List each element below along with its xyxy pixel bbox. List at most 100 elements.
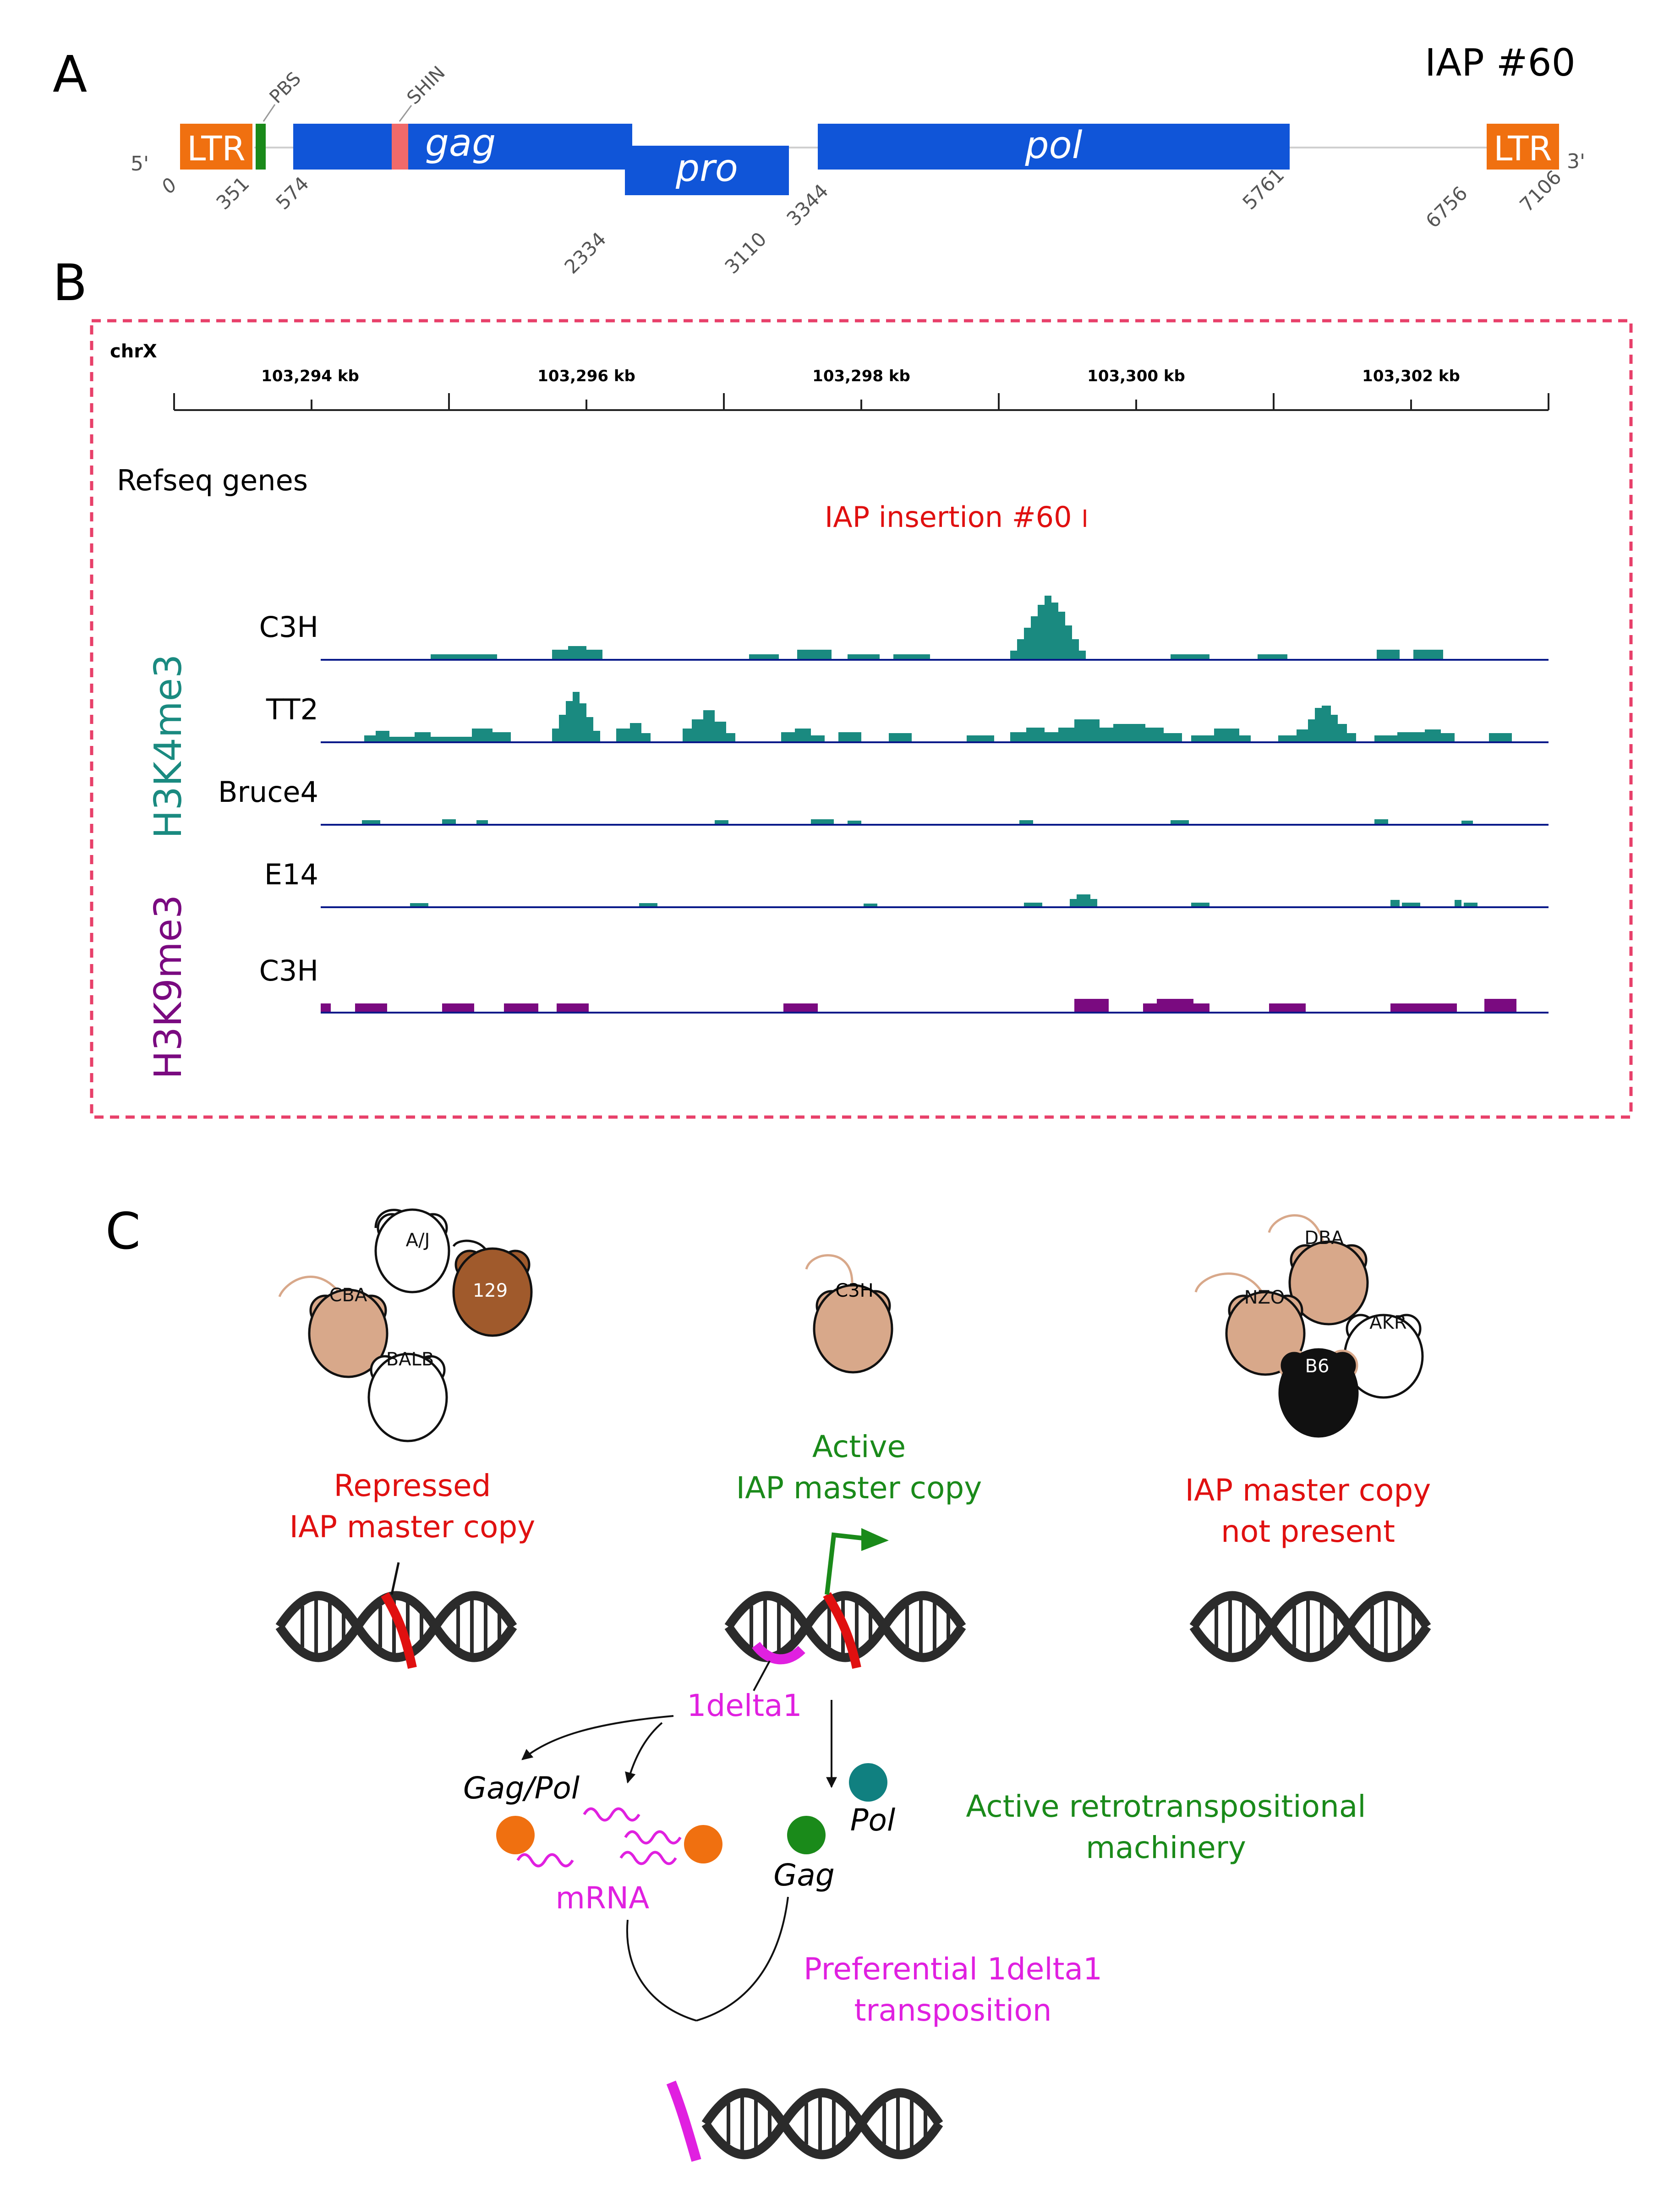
iap-insertion-label: IAP insertion #60 [825,500,1072,534]
h3k4me3-label: H3K4me3 [147,654,190,838]
track-label-bruce4: Bruce4 [218,775,318,809]
track-bruce4-h3k4me3 [362,819,1473,824]
mouse-label-cba: CBA [329,1285,367,1306]
coord-label: 3110 [720,228,771,278]
shin-label: SHIN [403,62,449,109]
mouse-icon [1268,1214,1369,1326]
caption-left-line1: Repressed [334,1468,491,1503]
track-label-e14: E14 [264,858,318,891]
gag-particle [787,1816,826,1854]
track-c3h-h3k4me3 [431,596,1443,659]
coord-label: 574 [271,172,313,214]
refseq-label: Refseq genes [117,464,308,497]
mouse-label-aj: A/J [406,1230,430,1251]
mouse-icon [1343,1314,1424,1399]
gagpol-particle [684,1825,722,1863]
preferential-line2: transposition [854,1993,1051,2028]
mrna-label: mRNA [556,1880,650,1916]
mrna-squiggles [516,1807,682,1868]
panel-a: A IAP #60 5' 3' LTR PBS SHIN gag pro pol… [53,41,1585,278]
panel-a-title: IAP #60 [1425,41,1576,85]
genome-browser-box [90,319,1633,1119]
track-c3h-h3k9me3 [321,999,1516,1012]
mouse-icon [278,1276,389,1378]
mouse-group-right: DBA AKR NZO B6 [1194,1214,1424,1438]
track-e14-h3k4me3 [410,894,1478,906]
mouse-label-129: 129 [473,1280,508,1301]
coord-label: 3344 [782,180,832,230]
ltr-3-label: LTR [1494,129,1552,169]
caption-left: Repressed IAP master copy [290,1468,536,1545]
panel-a-letter: A [53,45,87,104]
preferential-line1: Preferential 1delta1 [804,1951,1102,1987]
gag-box [293,124,632,170]
mouse-icon [1278,1348,1359,1438]
dna-helix-bottom [666,2080,939,2162]
ruler-ticks [173,393,1549,410]
ruler-tick-label: 103,302 kb [1362,367,1460,385]
one-delta-label: 1delta1 [687,1688,802,1723]
mouse-label-dba: DBA [1304,1228,1344,1249]
arrow-to-gagpol [521,1715,674,1760]
caption-middle-line2: IAP master copy [736,1470,982,1506]
dna-helix-right [1193,1596,1427,1658]
coord-label: 5761 [1238,164,1288,214]
coord-label: 6756 [1421,182,1472,232]
machinery-line1: Active retrotranspositional [966,1789,1366,1824]
pro-label: pro [675,147,738,190]
track-label-tt2: TT2 [266,693,318,726]
preferential-caption: Preferential 1delta1 transposition [804,1951,1102,2028]
gag-label: gag [425,121,496,165]
mouse-icon [374,1208,450,1293]
machinery-caption: Active retrotranspositional machinery [966,1789,1366,1865]
pbs-label: PBS [266,68,305,108]
five-prime-end: 5' [131,152,149,175]
ltr-5-box [180,124,252,170]
mouse-group-middle [805,1254,893,1374]
pbs-box [256,124,266,170]
pol-label-c: Pol [850,1803,896,1838]
caption-right-line1: IAP master copy [1185,1473,1431,1508]
ltr-3-box [1487,124,1559,170]
coordinate-labels: 0 351 574 2334 3110 3344 5761 6756 7106 [157,164,1565,278]
mouse-label-balb: BALB [386,1349,434,1370]
gag-label-c: Gag [773,1858,834,1893]
track-label-c3h-k4: C3H [259,610,318,644]
caption-left-line2: IAP master copy [290,1509,536,1545]
ruler-tick-label: 103,296 kb [537,367,635,385]
pol-label: pol [1024,124,1082,167]
coord-label: 2334 [560,228,610,278]
ruler-tick-label: 103,300 kb [1087,367,1185,385]
mouse-icon [452,1239,533,1337]
pol-box [818,124,1290,170]
mouse-label-b6: B6 [1305,1356,1330,1377]
gagpol-particle [496,1816,535,1854]
track-tt2-h3k4me3 [364,692,1512,741]
dna-helix-middle [728,1528,962,1669]
three-prime-end: 3' [1567,150,1585,173]
coord-label: 7106 [1515,166,1565,216]
mouse-label-akr: AKR [1369,1312,1406,1333]
caption-right: IAP master copy not present [1185,1473,1431,1549]
track-label-c3h-k9: C3H [259,954,318,987]
panel-c-letter: C [105,1202,141,1260]
ruler-tick-label: 103,298 kb [812,367,910,385]
mouse-group-left: A/J 129 CBA BALB [278,1208,533,1442]
coord-label: 0 [157,174,181,198]
pointer-line [753,1660,771,1691]
converging-line [626,1919,697,2022]
machinery-line2: machinery [1086,1830,1246,1865]
gagpol-label: Gag/Pol [463,1770,580,1806]
chrom-label: chrX [110,341,157,362]
shin-box [392,124,408,170]
h3k9me3-label: H3K9me3 [147,895,190,1079]
mouse-label-nzo: NZO [1244,1287,1285,1308]
pro-box [625,146,789,195]
arrow-to-mrna [625,1722,663,1784]
ruler-tick-label: 103,294 kb [261,367,359,385]
panel-b-letter: B [53,253,87,312]
caption-right-line2: not present [1221,1514,1395,1549]
mouse-label-c3h: C3H [835,1280,873,1301]
caption-middle: Active IAP master copy [736,1429,982,1506]
